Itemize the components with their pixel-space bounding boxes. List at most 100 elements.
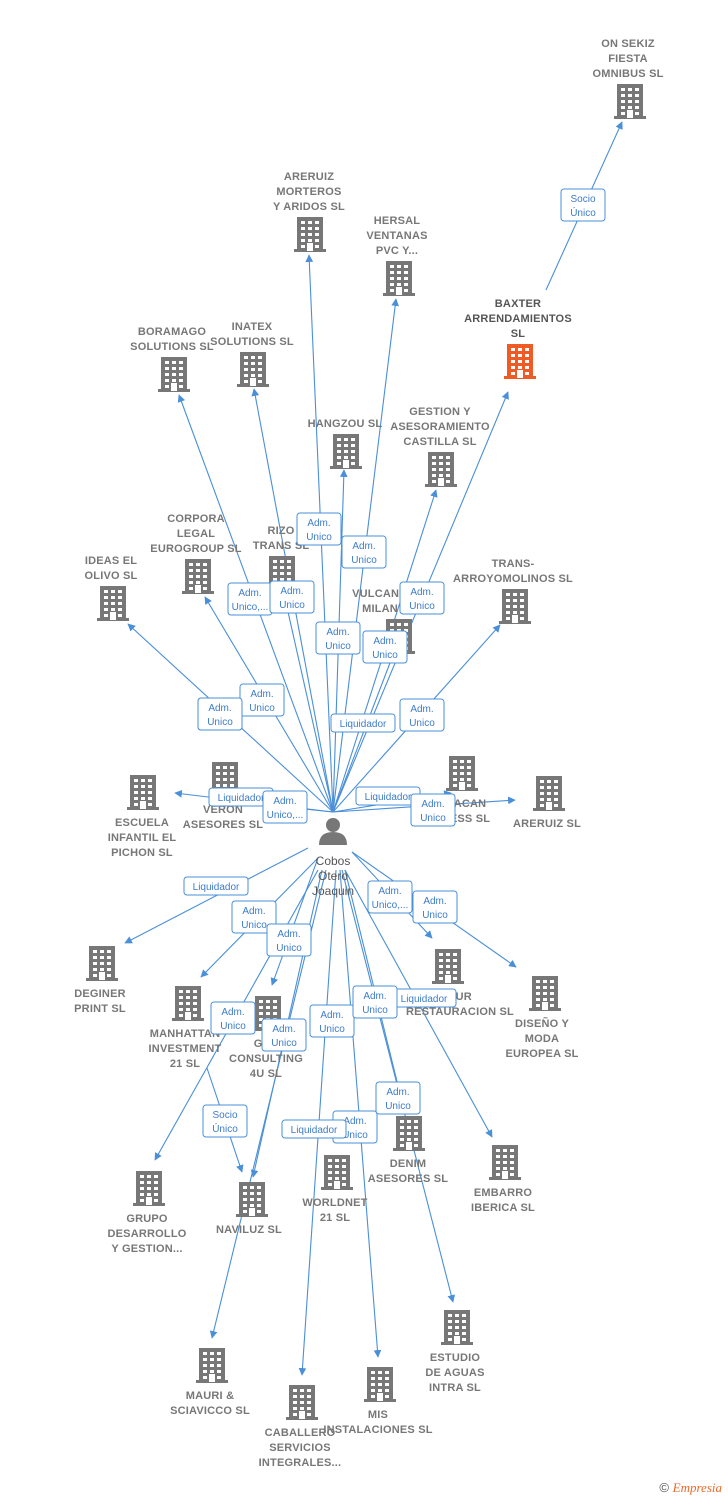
relation-label[interactable]: Adm.Unico [296,512,342,546]
relation-label[interactable]: Adm.Unico [352,985,398,1019]
relation-label[interactable]: Liquidador [330,713,396,733]
relation-text: Adm. [277,929,300,940]
relation-box [210,1001,256,1035]
relation-label[interactable]: Adm.Unico [309,1004,355,1038]
company-node-hangzou[interactable]: HANGZOU SL [308,418,383,469]
relation-text: Adm. [242,906,265,917]
relation-label[interactable]: Adm.Unico,... [262,790,308,824]
relation-box [362,630,408,664]
company-label: 4U SL [250,1068,282,1080]
relation-text: Adm. [320,1010,343,1021]
relation-text: Adm. [280,586,303,597]
relation-text: Adm. [410,704,433,715]
relation-text: Adm. [221,1007,244,1018]
company-node-areruiz[interactable]: ARERUIZ SL [513,776,581,830]
relation-text: Único [570,206,596,219]
relation-label[interactable]: Adm.Unico [399,581,445,615]
company-label: DESARROLLO [108,1228,187,1240]
relation-text: Liquidador [365,792,412,803]
relation-edge [281,593,334,813]
relation-label[interactable]: Liquidador [183,876,249,896]
relation-text: Unico [372,650,398,661]
company-label: RIZO [267,525,294,537]
relation-label[interactable]: Adm.Unico [197,697,243,731]
relation-label[interactable]: Adm.Unico [410,793,456,827]
company-label: OMNIBUS SL [592,68,663,80]
relation-box [197,697,243,731]
relation-label[interactable]: Adm.Unico [239,683,285,717]
building-icon [383,261,415,296]
company-node-naviluz[interactable]: NAVILUZ SL [216,1182,282,1236]
relation-label[interactable]: Adm.Unico [375,1081,421,1115]
company-label: TRANS- [492,558,535,570]
company-label: VERON [203,804,243,816]
company-label: Y ARIDOS SL [273,201,345,213]
relation-label[interactable]: Adm.Unico,... [227,582,273,616]
company-label: INFANTIL EL [108,832,177,844]
relation-label[interactable]: Adm.Unico [341,535,387,569]
relation-label[interactable]: Adm. Unico [266,923,312,957]
relation-text: Adm. [410,587,433,598]
relation-label[interactable]: Adm.Unico,... [367,880,413,914]
building-icon [286,1385,318,1420]
relation-text: Socio [212,1110,237,1121]
relation-label[interactable]: Adm.Unico [210,1001,256,1035]
relation-label[interactable]: Liquidador [355,786,421,806]
relation-label[interactable]: Adm.Unico [261,1018,307,1052]
relation-label[interactable]: Adm.Unico [231,900,277,934]
relation-label[interactable]: Adm. Unico [362,630,408,664]
building-icon [196,1348,228,1383]
building-icon [172,986,204,1021]
relation-text: Adm. [373,636,396,647]
relation-text: Único [212,1122,238,1135]
relation-label[interactable]: Adm.Unico [412,890,458,924]
company-label: FIESTA [608,53,648,65]
company-node-mauri[interactable]: MAURI &SCIAVICCO SL [170,1348,250,1417]
relation-box [352,985,398,1019]
company-node-trans_arroyo[interactable]: TRANS-ARROYOMOLINOS SL [453,558,573,624]
relation-label[interactable]: Liquidador [391,988,457,1008]
building-icon [529,976,561,1011]
company-label: ARERUIZ SL [513,818,581,830]
relation-label[interactable]: Adm. Unico [269,580,315,614]
relation-box [412,890,458,924]
building-icon [86,946,118,981]
company-node-caballero[interactable]: CABALLEROSERVICIOSINTEGRALES... [259,1385,342,1469]
company-label: VULCANO [352,588,408,600]
relation-text: Unico [279,600,305,611]
relation-label[interactable]: Adm.Unico [315,621,361,655]
relation-label[interactable]: Adm.Unico [399,698,445,732]
company-label: EMBARRO [474,1187,532,1199]
relation-text: Unico [276,943,302,954]
relation-text: Adm. [273,796,296,807]
relation-label[interactable]: Liquidador [281,1119,347,1139]
relation-text: Socio [570,194,595,205]
relation-text: Liquidador [193,882,240,893]
relation-text: Adm. [378,886,401,897]
